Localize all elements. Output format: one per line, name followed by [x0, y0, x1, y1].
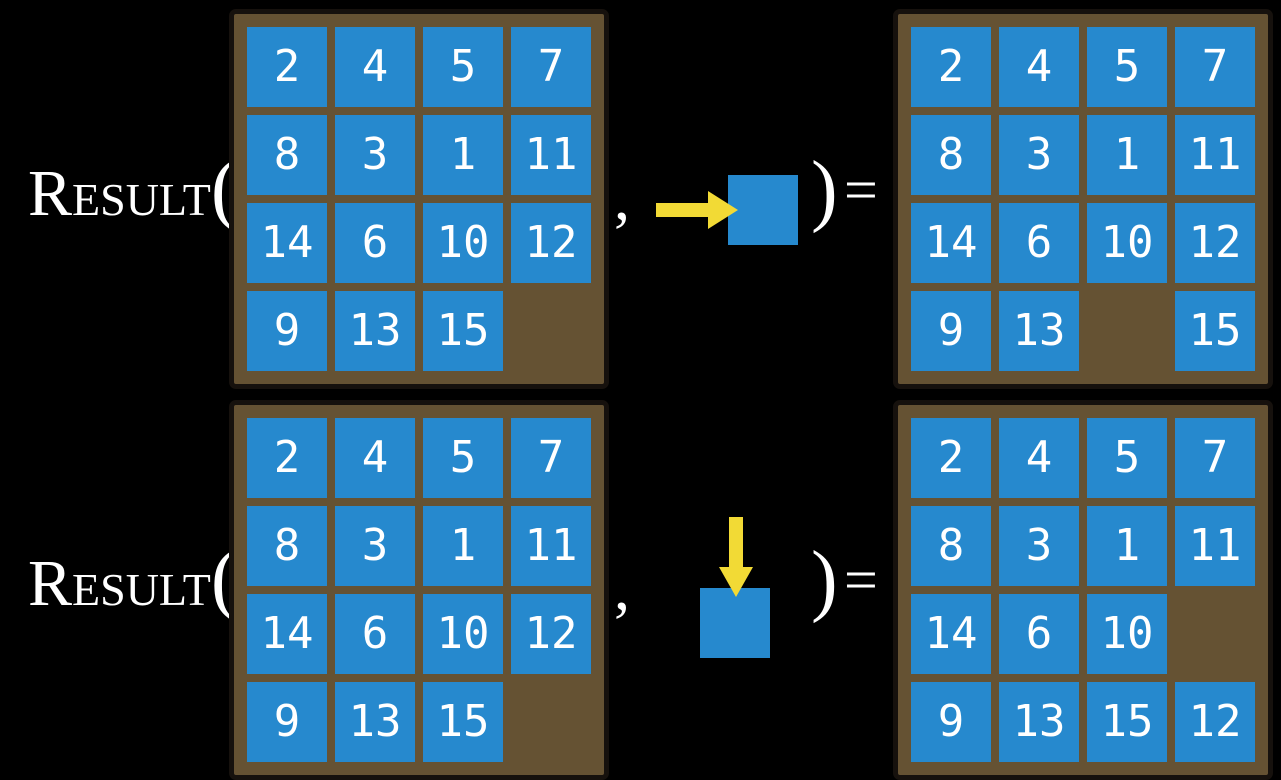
puzzle-tile: 7	[511, 27, 591, 107]
puzzle-tile: 4	[999, 418, 1079, 498]
puzzle-tile: 9	[247, 291, 327, 371]
puzzle-tile: 6	[335, 203, 415, 283]
empty-cell	[511, 682, 591, 762]
puzzle-tile: 4	[335, 27, 415, 107]
puzzle-tile: 7	[1175, 418, 1255, 498]
puzzle-tile: 12	[511, 594, 591, 674]
puzzle-tile: 11	[511, 115, 591, 195]
puzzle-tile: 9	[911, 682, 991, 762]
move-operand-tile	[728, 175, 798, 245]
puzzle-tile: 11	[1175, 115, 1255, 195]
puzzle-tile: 10	[423, 203, 503, 283]
puzzle-tile: 15	[423, 682, 503, 762]
move-operand-tile	[700, 588, 770, 658]
function-name: Result	[28, 157, 211, 230]
puzzle-tile: 13	[999, 682, 1079, 762]
close-paren: )	[811, 146, 838, 234]
puzzle-tile: 8	[247, 115, 327, 195]
empty-cell	[1175, 594, 1255, 674]
puzzle-tile: 3	[335, 506, 415, 586]
result-function-label: Result(	[28, 539, 238, 619]
puzzle-tile: 15	[423, 291, 503, 371]
puzzle-tile: 2	[247, 27, 327, 107]
puzzle-tile: 13	[999, 291, 1079, 371]
puzzle-tile: 14	[911, 203, 991, 283]
puzzle-tile: 10	[423, 594, 503, 674]
puzzle-tile: 4	[999, 27, 1079, 107]
puzzle-tile: 8	[911, 115, 991, 195]
puzzle-tile: 6	[999, 203, 1079, 283]
puzzle-tile: 14	[911, 594, 991, 674]
puzzle-tile: 5	[1087, 418, 1167, 498]
puzzle-tile: 7	[511, 418, 591, 498]
puzzle-tile: 1	[1087, 506, 1167, 586]
puzzle-tile: 2	[911, 418, 991, 498]
empty-cell	[1087, 291, 1167, 371]
puzzle-tile: 12	[511, 203, 591, 283]
arrow-down-icon	[719, 517, 753, 597]
puzzle-tile: 13	[335, 291, 415, 371]
puzzle-tile: 14	[247, 203, 327, 283]
puzzle-tile: 4	[335, 418, 415, 498]
puzzle-tile: 1	[423, 115, 503, 195]
argument-comma: ,	[614, 162, 630, 233]
arrow-right-icon	[656, 190, 738, 230]
function-name: Result	[28, 547, 211, 620]
puzzle-tile: 6	[335, 594, 415, 674]
puzzle-tile: 9	[911, 291, 991, 371]
puzzle-tile: 7	[1175, 27, 1255, 107]
puzzle-tile: 5	[1087, 27, 1167, 107]
puzzle-tile: 8	[911, 506, 991, 586]
result-function-label: Result(	[28, 149, 238, 229]
close-paren: )	[811, 536, 838, 624]
argument-comma: ,	[614, 552, 630, 623]
puzzle-tile: 12	[1175, 682, 1255, 762]
puzzle-tile: 5	[423, 418, 503, 498]
puzzle-tile: 6	[999, 594, 1079, 674]
equals-sign: =	[844, 157, 878, 223]
puzzle-tile: 1	[1087, 115, 1167, 195]
puzzle-tile: 5	[423, 27, 503, 107]
puzzle-tile: 14	[247, 594, 327, 674]
equals-sign: =	[844, 547, 878, 613]
puzzle-tile: 8	[247, 506, 327, 586]
puzzle-tile: 11	[511, 506, 591, 586]
puzzle-tile: 3	[335, 115, 415, 195]
puzzle-tile: 1	[423, 506, 503, 586]
puzzle-tile: 11	[1175, 506, 1255, 586]
puzzle-tile: 12	[1175, 203, 1255, 283]
puzzle-tile: 2	[247, 418, 327, 498]
puzzle-tile: 10	[1087, 203, 1167, 283]
puzzle-tile: 10	[1087, 594, 1167, 674]
puzzle-tile: 3	[999, 506, 1079, 586]
puzzle-tile: 2	[911, 27, 991, 107]
puzzle-tile: 3	[999, 115, 1079, 195]
empty-cell	[511, 291, 591, 371]
puzzle-tile: 13	[335, 682, 415, 762]
puzzle-tile: 9	[247, 682, 327, 762]
puzzle-tile: 15	[1087, 682, 1167, 762]
puzzle-tile: 15	[1175, 291, 1255, 371]
